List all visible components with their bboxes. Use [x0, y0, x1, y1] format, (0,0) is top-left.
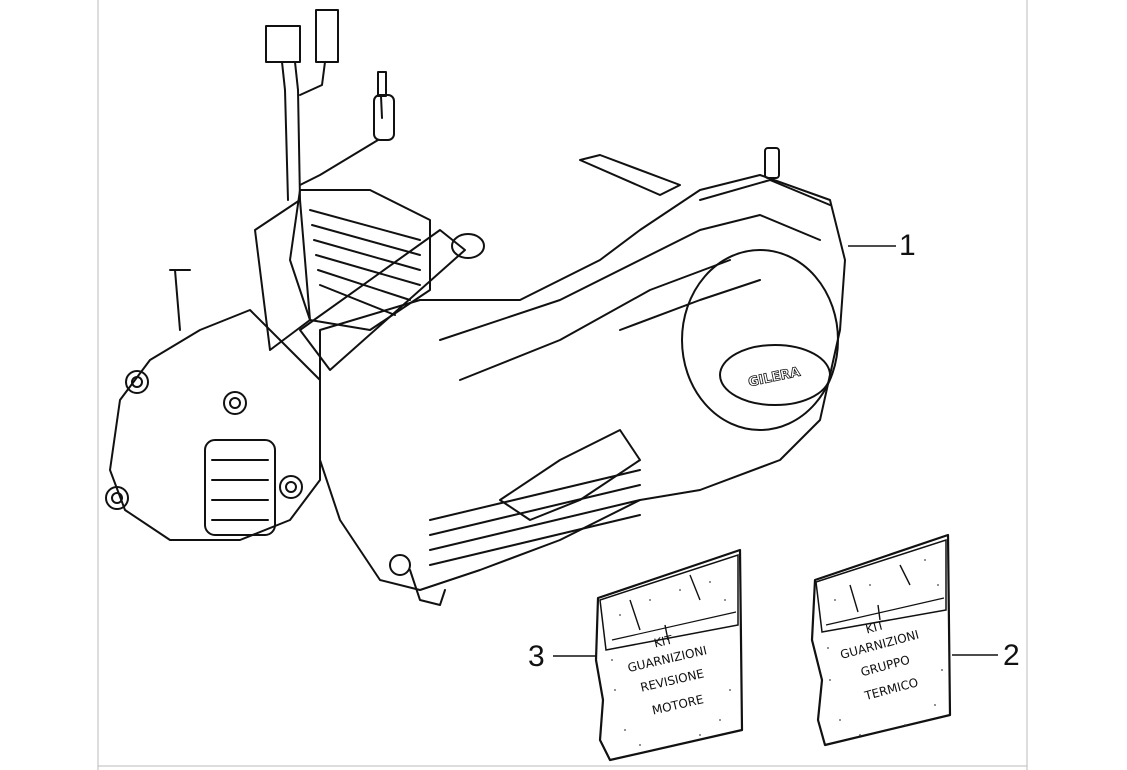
sensor-plug [377, 71, 387, 97]
cylinder-head [289, 189, 431, 331]
connector-left [265, 25, 301, 63]
callout-2: 2 [1003, 639, 1020, 672]
kit3-line1: KIT [652, 632, 674, 650]
oil-filter [204, 439, 276, 536]
engine-logo-text: GILERA [747, 365, 802, 391]
callout-1: 1 [899, 229, 916, 262]
engine-assembly [105, 9, 846, 606]
housing-vent [499, 429, 641, 521]
rear-axle [579, 154, 681, 196]
kit-bag-revisione: KIT GUARNIZIONI REVISIONE MOTORE [594, 548, 744, 762]
connector-right [315, 9, 339, 63]
callout-3: 3 [528, 640, 545, 673]
logo-oval [719, 344, 831, 406]
kit-bag-gruppo-termico: KIT GUARNIZIONI GRUPPO TERMICO [810, 533, 952, 747]
crankcase-left [109, 309, 321, 541]
clutch-cover [681, 249, 839, 431]
spark-cap [373, 94, 395, 141]
transmission-housing [319, 174, 846, 591]
kit2-line1: KIT [864, 618, 886, 637]
